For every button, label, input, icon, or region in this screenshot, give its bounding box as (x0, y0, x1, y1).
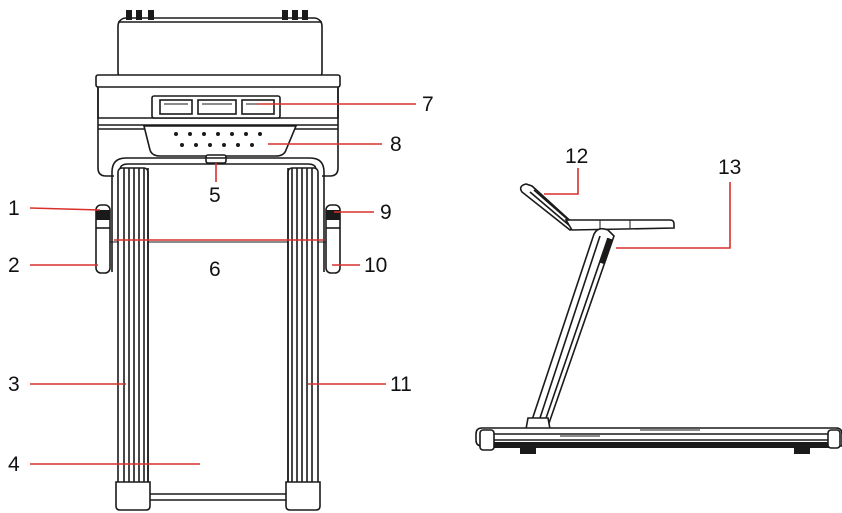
speaker-holes (174, 132, 262, 147)
leader-line-13 (616, 182, 731, 249)
leader-lines (29, 103, 731, 465)
callout-5: 5 (209, 184, 221, 207)
running-deck (475, 427, 842, 454)
right-side-rail (287, 167, 319, 499)
upright-column (523, 227, 615, 441)
display-panel (151, 95, 281, 119)
callout-8: 8 (390, 133, 402, 156)
rear-end-caps (115, 481, 321, 511)
running-belt (147, 168, 289, 494)
callout-10: 10 (364, 254, 387, 277)
callout-13: 13 (718, 156, 741, 179)
treadmill-front-view (95, 10, 341, 511)
folding-handlebar (519, 183, 675, 231)
leader-line-1 (29, 207, 101, 211)
safety-key (205, 154, 227, 164)
callout-numbers: 1 2 3 4 5 6 7 8 9 10 11 12 13 (8, 93, 741, 476)
callout-11: 11 (390, 373, 412, 396)
treadmill-side-view (475, 183, 842, 454)
callout-9: 9 (380, 201, 392, 224)
tablet-holder (117, 10, 323, 81)
speaker-grille (142, 125, 298, 157)
callout-3: 3 (8, 373, 20, 396)
callout-1: 1 (8, 197, 20, 220)
callout-6: 6 (209, 258, 221, 281)
leader-line-12 (544, 168, 579, 195)
callout-4: 4 (8, 453, 20, 476)
left-side-rail (117, 167, 149, 499)
callout-12: 12 (565, 145, 588, 168)
callout-7: 7 (422, 93, 434, 116)
callout-2: 2 (8, 254, 20, 277)
